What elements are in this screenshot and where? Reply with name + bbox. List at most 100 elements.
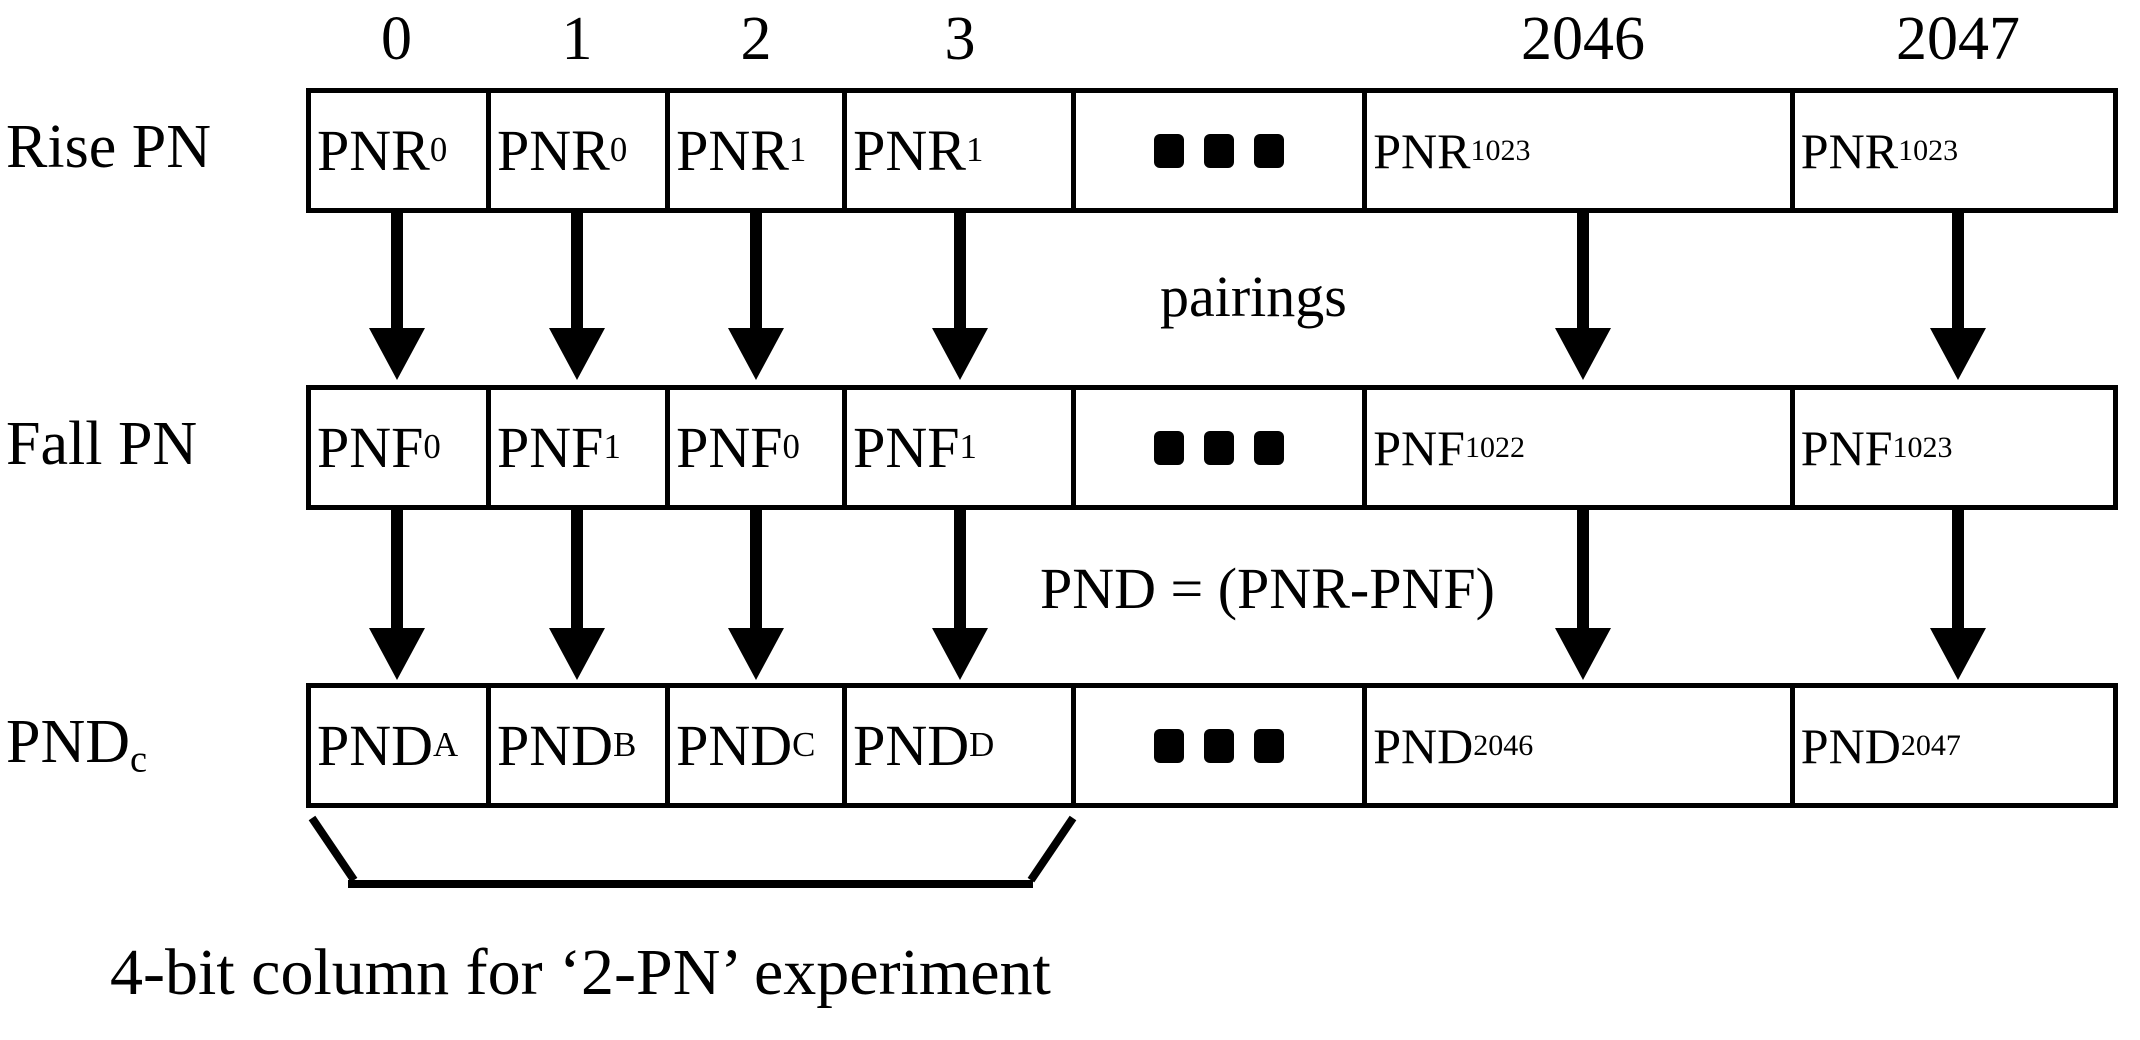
brace-bottom-bar <box>348 880 1033 888</box>
cell-base-text: PNR <box>853 117 966 183</box>
arrow-head <box>932 328 988 380</box>
cell-subscript-text: 1023 <box>1892 430 1953 464</box>
cell-base-text: PND <box>676 712 793 778</box>
down-arrow-icon <box>932 510 988 680</box>
cell-subscript-text: 1023 <box>1470 133 1531 167</box>
ellipsis-dots <box>1154 133 1285 168</box>
brace-left-leg <box>308 815 358 883</box>
down-arrow-icon <box>549 510 605 680</box>
arrow-shaft <box>750 210 762 328</box>
cell-base-text: PND <box>317 712 434 778</box>
arrow-shaft <box>750 510 762 628</box>
arrow-shaft <box>954 510 966 628</box>
down-arrow-icon <box>1555 510 1611 680</box>
arrow-shaft <box>571 510 583 628</box>
arrow-shaft <box>1577 210 1589 328</box>
arrow-head <box>932 628 988 680</box>
arrow-head <box>549 328 605 380</box>
ellipsis-dots <box>1154 430 1285 465</box>
arrow-head <box>1930 328 1986 380</box>
pnd-formula-label: PND = (PNR-PNF) <box>1040 556 1495 621</box>
arrow-shaft <box>390 210 403 328</box>
ellipsis-dot <box>1254 728 1285 763</box>
down-arrow-icon <box>1930 510 1986 680</box>
row-label-rise-pn: Rise PN <box>6 113 211 181</box>
cell-subscript-text: 1023 <box>1898 133 1959 167</box>
down-arrow-icon <box>368 510 425 680</box>
arrow-shaft <box>1952 510 1964 628</box>
ellipsis-dot <box>1154 430 1185 465</box>
arrow-shaft <box>954 210 966 328</box>
cell-subscript-text: 0 <box>423 427 441 467</box>
row-label-pnd-c: PNDc <box>6 708 148 781</box>
arrow-head <box>1555 328 1611 380</box>
cell-base-text: PNR <box>1800 122 1899 179</box>
arrow-shaft <box>571 210 583 328</box>
column-index-2: 2 <box>740 5 772 73</box>
down-arrow-icon <box>932 210 988 380</box>
ellipsis-dot <box>1154 133 1185 168</box>
arrow-head <box>728 628 784 680</box>
cell-subscript-text: 1 <box>965 130 984 170</box>
ellipsis-cell <box>1076 390 1368 505</box>
arrow-shaft <box>390 510 403 628</box>
arrow-shaft <box>1952 210 1964 328</box>
arrow-head <box>549 628 605 680</box>
cell-subscript-text: 1 <box>959 427 977 467</box>
column-index-1: 1 <box>561 5 593 73</box>
figure-caption: 4-bit column for ‘2-PN’ experiment <box>110 936 1051 1009</box>
ellipsis-dot <box>1204 133 1235 168</box>
cell-base-text: PND <box>497 712 614 778</box>
ellipsis-dot <box>1204 430 1235 465</box>
four-bit-column-brace <box>0 0 2140 888</box>
cell-subscript-text: 1 <box>788 130 807 170</box>
cell-base-text: PND <box>1373 717 1474 774</box>
down-arrow-icon <box>1930 210 1986 380</box>
arrow-shaft <box>1577 510 1589 628</box>
cell-subscript-text: A <box>433 725 459 765</box>
cell-base-text: PNR <box>1373 122 1471 179</box>
cell-subscript-text: B <box>613 725 637 765</box>
cell-base-text: PNR <box>676 117 789 183</box>
cell-subscript-text: D <box>969 725 995 765</box>
column-index-3: 3 <box>944 5 976 73</box>
cell-base-text: PNF <box>676 414 783 480</box>
cell-base-text: PNR <box>497 117 610 183</box>
row-label-fall-pn: Fall PN <box>6 410 198 478</box>
cell-subscript-text: C <box>792 725 816 765</box>
ellipsis-dot <box>1254 133 1285 168</box>
ellipsis-dot <box>1154 728 1185 763</box>
cell-base-text: PNR <box>317 117 430 183</box>
down-arrow-icon <box>728 210 784 380</box>
column-index-2046: 2046 <box>1521 5 1645 73</box>
ellipsis-cell <box>1076 688 1368 803</box>
cell-base-text: PND <box>1800 717 1901 774</box>
arrow-head <box>728 328 784 380</box>
down-arrow-icon <box>549 210 605 380</box>
column-index-2047: 2047 <box>1896 5 2020 73</box>
cell-subscript-text: 2047 <box>1900 728 1961 762</box>
arrow-head <box>1930 628 1986 680</box>
cell-subscript-text: 2046 <box>1473 728 1534 762</box>
down-arrow-icon <box>1555 210 1611 380</box>
cell-base-text: PNF <box>1800 419 1893 476</box>
cell-base-text: PND <box>853 712 970 778</box>
cell-base-text: PNF <box>497 414 604 480</box>
cell-subscript-text: 1 <box>603 427 621 467</box>
cell-subscript-text: 1022 <box>1464 430 1525 464</box>
brace-right-leg <box>1027 815 1077 883</box>
